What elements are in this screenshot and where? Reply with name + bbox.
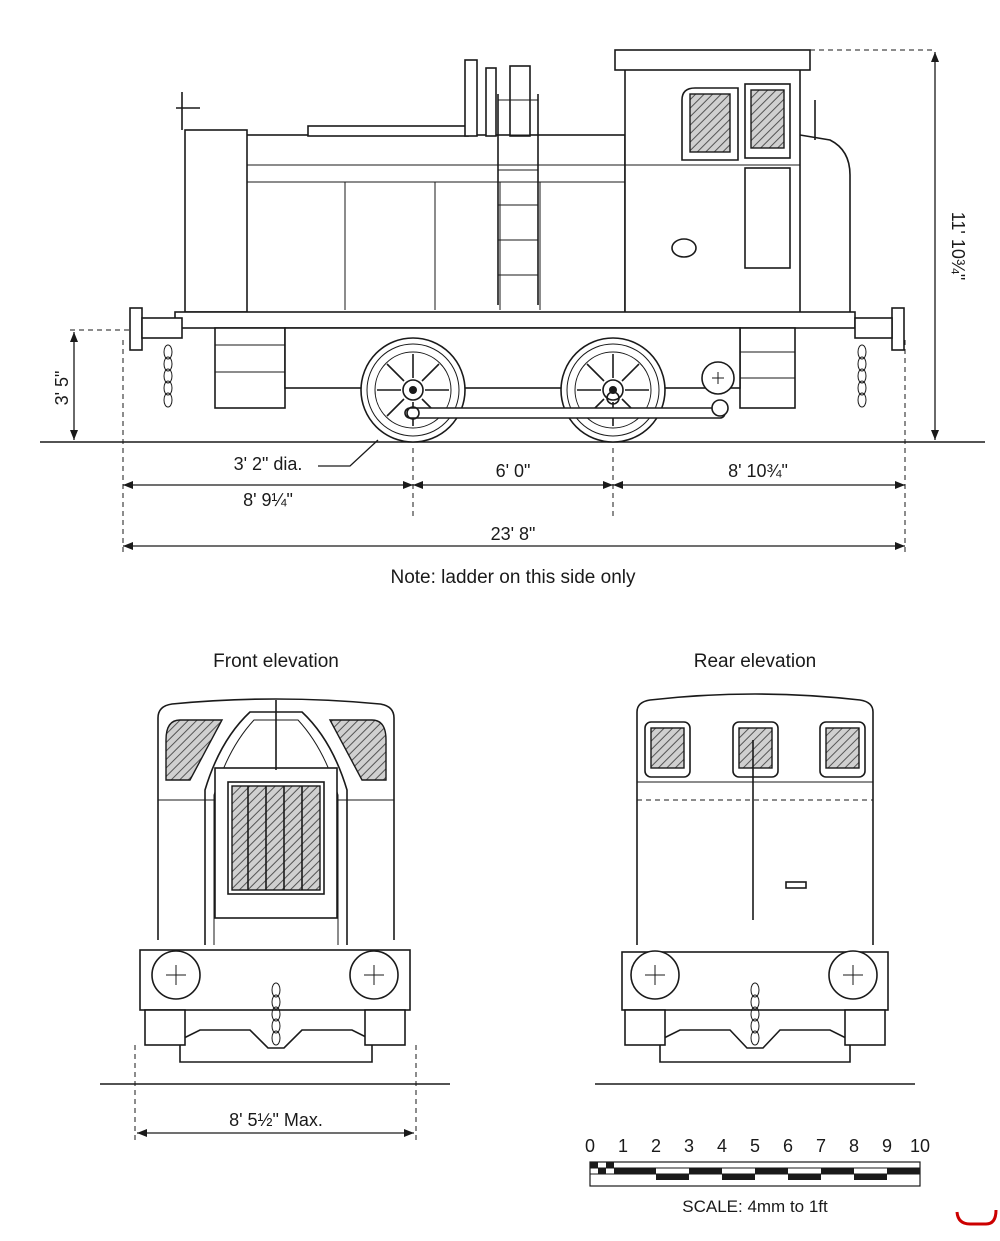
overall-length-label: 23' 8" [491, 524, 536, 544]
front-buffer-right [349, 950, 399, 1000]
rear-window-right [825, 727, 860, 769]
radiator-end [184, 129, 248, 313]
wheel-rear [560, 337, 666, 443]
ladder-note: Note: ladder on this side only [390, 567, 636, 588]
cab-door [744, 167, 791, 269]
side-elevation: 11' 10¾" 3' 5" 3' 2" dia. 6' 0" 8' 10¾" … [40, 49, 985, 588]
ladder [497, 94, 539, 305]
front-elevation: Front elevation 8' 5½" Max. [100, 651, 450, 1140]
scale-caption: SCALE: 4mm to 1ft [682, 1197, 828, 1216]
rear-elevation: Rear elevation [595, 651, 915, 1085]
coupling-rod [404, 407, 726, 419]
front-overhang-label: 8' 9¼" [243, 490, 293, 510]
scale-tick: 8 [849, 1136, 859, 1156]
rear-window-centre [738, 727, 773, 769]
width-max-label: 8' 5½" Max. [229, 1110, 323, 1130]
rear-steps [739, 327, 796, 409]
rear-buffer-left [630, 950, 680, 1000]
front-window-right [328, 719, 387, 781]
scale-tick: 7 [816, 1136, 826, 1156]
rear-window-left [650, 727, 685, 769]
buffer-height-label: 3' 5" [52, 371, 72, 406]
scale-tick: 6 [783, 1136, 793, 1156]
footplate [174, 311, 856, 329]
scale-tick: 5 [750, 1136, 760, 1156]
front-buffer-left [151, 950, 201, 1000]
frame [284, 327, 741, 389]
scale-bar: 0 1 2 3 4 5 6 7 8 9 10 SCALE: 4mm to 1ft [585, 1136, 930, 1216]
scale-tick: 4 [717, 1136, 727, 1156]
buffer-rear [854, 317, 893, 339]
rear-overhang-label: 8' 10¾" [728, 461, 788, 481]
wheelbase-label: 6' 0" [496, 461, 531, 481]
scale-tick: 3 [684, 1136, 694, 1156]
wheel-front [360, 337, 466, 443]
scale-tick: 9 [882, 1136, 892, 1156]
scale-tick: 2 [651, 1136, 661, 1156]
scale-tick: 1 [618, 1136, 628, 1156]
corner-mark-icon [955, 1209, 998, 1226]
rear-buffer-right [828, 950, 878, 1000]
wheel-dia-label: 3' 2" dia. [234, 454, 303, 474]
scale-tick: 0 [585, 1136, 595, 1156]
scale-ticks: 0 1 2 3 4 5 6 7 8 9 10 [585, 1136, 930, 1156]
number-plate [671, 238, 697, 258]
height-total-label: 11' 10¾" [948, 212, 968, 281]
front-steps [214, 327, 286, 409]
buffer-front [141, 317, 183, 339]
scale-tick: 10 [910, 1136, 930, 1156]
rear-elevation-title: Rear elevation [694, 651, 817, 672]
front-elevation-title: Front elevation [213, 651, 339, 672]
front-window-left [165, 719, 224, 781]
